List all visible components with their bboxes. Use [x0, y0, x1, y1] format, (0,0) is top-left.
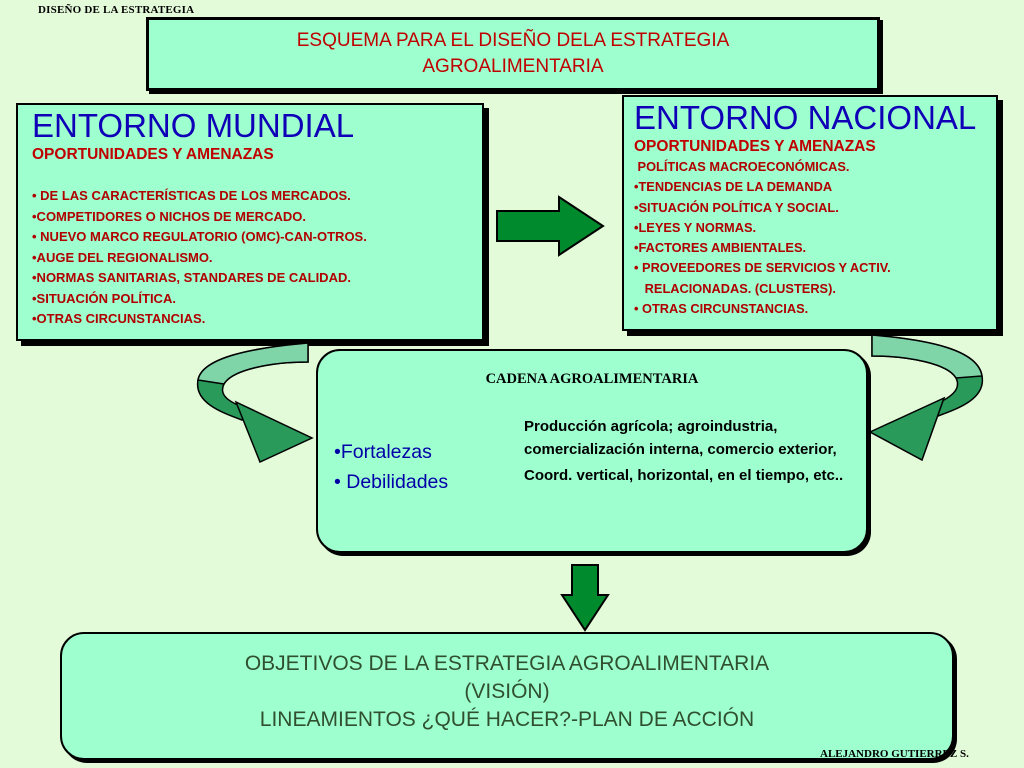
entorno-mundial-subtitle: OPORTUNIDADES Y AMENAZAS — [32, 146, 274, 163]
list-item: •TENDENCIAS DE LA DEMANDA — [634, 179, 833, 195]
list-item: • OTRAS CIRCUNSTANCIAS. — [634, 301, 809, 317]
fortalezas-label: •Fortalezas — [334, 441, 432, 463]
list-item: •NORMAS SANITARIAS, STANDARES DE CALIDAD… — [32, 270, 351, 285]
entorno-nacional-box: ENTORNO NACIONAL OPORTUNIDADES Y AMENAZA… — [622, 95, 998, 331]
entorno-nacional-subtitle: OPORTUNIDADES Y AMENAZAS — [634, 138, 876, 155]
objetivos-line-1: OBJETIVOS DE LA ESTRATEGIA AGROALIMENTAR… — [244, 652, 770, 675]
entorno-nacional-list: POLÍTICAS MACROECONÓMICAS. •TENDENCIAS D… — [634, 157, 996, 319]
list-item: RELACIONADAS. (CLUSTERS). — [634, 280, 836, 296]
list-item: •LEYES Y NORMAS. — [634, 219, 757, 235]
list-item: • PROVEEDORES DE SERVICIOS Y ACTIV. — [634, 260, 891, 276]
diagram-title-line-2: AGROALIMENTARIA — [422, 56, 604, 77]
diagram-title-line-1: ESQUEMA PARA EL DISEÑO DELA ESTRATEGIA — [296, 30, 730, 51]
curved-arrow-left-icon — [196, 342, 314, 464]
debilidades-label: • Debilidades — [334, 471, 449, 493]
list-item: •SITUACIÓN POLÍTICA Y SOCIAL. — [634, 199, 839, 215]
list-item: • NUEVO MARCO REGULATORIO (OMC)-CAN-OTRO… — [32, 229, 367, 244]
objetivos-line-3: LINEAMIENTOS ¿QUÉ HACER?-PLAN DE ACCIÓN — [259, 708, 755, 731]
list-item: •SITUACIÓN POLÍTICA. — [32, 290, 176, 306]
cadena-description: Producción agrícola; agroindustria, come… — [524, 416, 854, 488]
list-item: POLÍTICAS MACROECONÓMICAS. — [634, 159, 850, 174]
diagram-title-box: ESQUEMA PARA EL DISEÑO DELA ESTRATEGIA A… — [146, 17, 880, 91]
header-label: DISEÑO DE LA ESTRATEGIA — [38, 4, 195, 16]
produccion-text: Producción agrícola; agroindustria, come… — [524, 418, 837, 458]
right-arrow-icon — [496, 195, 605, 257]
objetivos-line-2: (VISIÓN) — [464, 680, 550, 703]
down-arrow-icon — [560, 564, 610, 632]
entorno-nacional-title: ENTORNO NACIONAL — [634, 99, 977, 136]
list-item: •COMPETIDORES O NICHOS DE MERCADO. — [32, 208, 306, 224]
fortalezas-debilidades: •Fortalezas • Debilidades — [334, 437, 448, 497]
list-item: •AUGE DEL REGIONALISMO. — [32, 249, 213, 265]
entorno-mundial-list: • DE LAS CARACTERÍSTICAS DE LOS MERCADOS… — [32, 186, 482, 330]
entorno-mundial-title: ENTORNO MUNDIAL — [32, 107, 355, 144]
cadena-title: CADENA AGROALIMENTARIA — [485, 371, 699, 387]
list-item: •FACTORES AMBIENTALES. — [634, 240, 807, 256]
author-label: ALEJANDRO GUTIERREZ S. — [820, 748, 969, 760]
coordinacion-text: Coord. vertical, horizontal, en el tiemp… — [524, 467, 844, 484]
objetivos-box: OBJETIVOS DE LA ESTRATEGIA AGROALIMENTAR… — [60, 632, 954, 760]
cadena-agroalimentaria-box: CADENA AGROALIMENTARIA •Fortalezas • Deb… — [316, 349, 868, 553]
curved-arrow-right-icon — [868, 334, 984, 462]
entorno-mundial-box: ENTORNO MUNDIAL OPORTUNIDADES Y AMENAZAS… — [16, 103, 484, 341]
list-item: •OTRAS CIRCUNSTANCIAS. — [32, 311, 206, 326]
list-item: • DE LAS CARACTERÍSTICAS DE LOS MERCADOS… — [32, 188, 351, 203]
